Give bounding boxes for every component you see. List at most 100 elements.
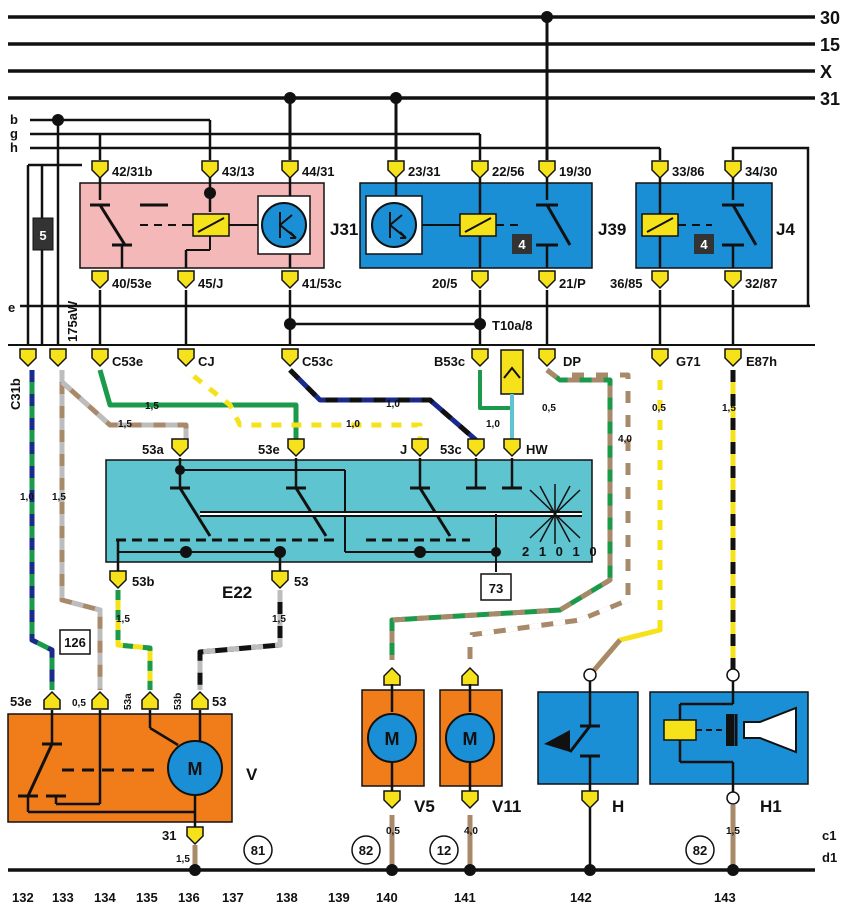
j39-badge: 4 xyxy=(518,237,526,252)
connector-b53c: B53c xyxy=(434,354,465,369)
j31-pin-45-j: 45/J xyxy=(198,276,223,291)
relay-j39: 4 J39 23/31 22/56 19/30 20/5 21/P xyxy=(359,160,626,291)
colored-wires xyxy=(29,368,736,870)
connector-g71: G71 xyxy=(676,354,701,369)
motor-v-ref-126: 126 xyxy=(64,635,86,650)
relay-j4: 4 J4 33/86 34/30 36/85 32/87 xyxy=(610,160,795,291)
motor-v-symbol: M xyxy=(188,759,203,779)
j39-pin-19-30: 19/30 xyxy=(559,164,592,179)
rail-label-x: X xyxy=(820,62,832,82)
connector-t10a-8: T10a/8 xyxy=(492,318,532,333)
j4-pin-33-86: 33/86 xyxy=(672,164,705,179)
wire-label-e: e xyxy=(8,300,15,315)
wire-size-v-ground: 1,5 xyxy=(176,854,190,865)
column-number: 132 xyxy=(12,890,34,905)
connector-c53c: C53c xyxy=(302,354,333,369)
v-pin-53: 53 xyxy=(212,694,226,709)
e22-pin-53a: 53a xyxy=(142,442,164,457)
wire-label-g: g xyxy=(10,126,18,141)
motor-v11: M V11 12 xyxy=(429,667,521,865)
switch-e22: 53a 53e J 53c HW xyxy=(105,438,600,602)
column-number: 139 xyxy=(328,890,350,905)
e22-pin-53b: 53b xyxy=(132,574,154,589)
column-number: 141 xyxy=(454,890,476,905)
e22-positions: 2 1 0 1 0 xyxy=(522,544,600,559)
column-number: 134 xyxy=(94,890,116,905)
horn-h1: H1 82 xyxy=(649,668,809,865)
rail-feeds xyxy=(98,11,810,306)
switch-h-label: H xyxy=(612,797,624,816)
connector-c31b: C31b xyxy=(8,378,23,410)
j4-pin-32-87: 32/87 xyxy=(745,276,778,291)
rail-label-31: 31 xyxy=(820,89,840,109)
column-number: 133 xyxy=(52,890,74,905)
rail-label-15: 15 xyxy=(820,35,840,55)
j31-pin-40-53e: 40/53e xyxy=(112,276,152,291)
fuse-number: 5 xyxy=(39,228,46,243)
relay-to-connector-wires: T10a/8 xyxy=(98,290,735,345)
wire-size-c53e-b: 1,5 xyxy=(118,419,132,430)
column-numbers: 132 133 134 135 136 137 138 139 140 141 … xyxy=(12,890,736,905)
connector-dp: DP xyxy=(563,354,581,369)
v11-ground-ref: 12 xyxy=(437,843,451,858)
h1-ground-ref: 82 xyxy=(693,843,707,858)
motor-v5: M V5 82 xyxy=(351,667,435,865)
connector-c53e: C53e xyxy=(112,354,143,369)
connector-cj: CJ xyxy=(198,354,215,369)
e22-pin-j: J xyxy=(400,442,407,457)
relay-j4-label: J4 xyxy=(776,220,795,239)
j31-pin-41-53c: 41/53c xyxy=(302,276,342,291)
rail-label-30: 30 xyxy=(820,8,840,28)
wire-size-e22-53: 1,5 xyxy=(272,614,286,625)
column-number: 140 xyxy=(376,890,398,905)
wire-size-dp-b: 4,0 xyxy=(618,434,632,445)
relay-j39-label: J39 xyxy=(598,220,626,239)
j31-pin-43-13: 43/13 xyxy=(222,164,255,179)
wire-size-c53e: 1,5 xyxy=(145,401,159,412)
motor-v: 126 53e 0,5 53a 53b 53 M 31 81 V xyxy=(7,629,273,865)
v-pin-05: 0,5 xyxy=(72,698,86,709)
wire-size-labels: 1,5 1,5 1,0 1,0 1,0 0,5 4,0 0,5 1,5 1,0 … xyxy=(20,399,740,865)
connector-e87h: E87h xyxy=(746,354,777,369)
connector-row: C53e CJ C53c B53c DP G71 E87h C31b xyxy=(8,348,777,410)
wire-size-h1: 1,5 xyxy=(726,826,740,837)
ground-ref-d1: d1 xyxy=(822,850,837,865)
column-number: 135 xyxy=(136,890,158,905)
v5-ground-ref: 82 xyxy=(359,843,373,858)
ground-ref-c1: c1 xyxy=(822,828,836,843)
column-number: 137 xyxy=(222,890,244,905)
motor-v11-label: V11 xyxy=(492,797,521,816)
relay-j31-label: J31 xyxy=(330,220,358,239)
j4-pin-36-85: 36/85 xyxy=(610,276,643,291)
switch-e22-label: E22 xyxy=(222,583,252,602)
ground-bus: c1 d1 xyxy=(8,828,837,876)
column-number: 138 xyxy=(276,890,298,905)
horn-h1-label: H1 xyxy=(760,797,782,816)
e22-pin-53c: 53c xyxy=(440,442,462,457)
supply-rails: 30 15 X 31 xyxy=(8,8,840,109)
e22-pin-53e: 53e xyxy=(258,442,280,457)
e22-ref-73: 73 xyxy=(489,581,503,596)
wire-size-c53c: 1,0 xyxy=(386,399,400,410)
column-number: 143 xyxy=(714,890,736,905)
wire-size-c31b: 1,0 xyxy=(20,492,34,503)
v-pin-53e: 53e xyxy=(10,694,32,709)
wire-label-b: b xyxy=(10,112,18,127)
j39-pin-21-p: 21/P xyxy=(559,276,586,291)
wire-size-b53c: 1,0 xyxy=(486,419,500,430)
motor-v11-symbol: M xyxy=(463,729,478,749)
motor-v5-symbol: M xyxy=(385,729,400,749)
j39-pin-20-5: 20/5 xyxy=(432,276,457,291)
wire-size-v-gray: 1,5 xyxy=(52,492,66,503)
wire-size-v5: 0,5 xyxy=(386,826,400,837)
fuse-box: 5 175aW xyxy=(26,120,82,345)
relay-j31: J31 42/31b 43/13 44/31 40/53e 45/J 41/53… xyxy=(79,160,358,291)
motor-v-label: V xyxy=(246,765,258,784)
j31-pin-44-31: 44/31 xyxy=(302,164,335,179)
j4-badge: 4 xyxy=(700,237,708,252)
v-ground-ref-81: 81 xyxy=(251,843,265,858)
v-pin-53a: 53a xyxy=(123,693,134,710)
wire-size-v11: 4,0 xyxy=(464,826,478,837)
motor-v5-label: V5 xyxy=(414,797,435,816)
wire-label-h: h xyxy=(10,140,18,155)
